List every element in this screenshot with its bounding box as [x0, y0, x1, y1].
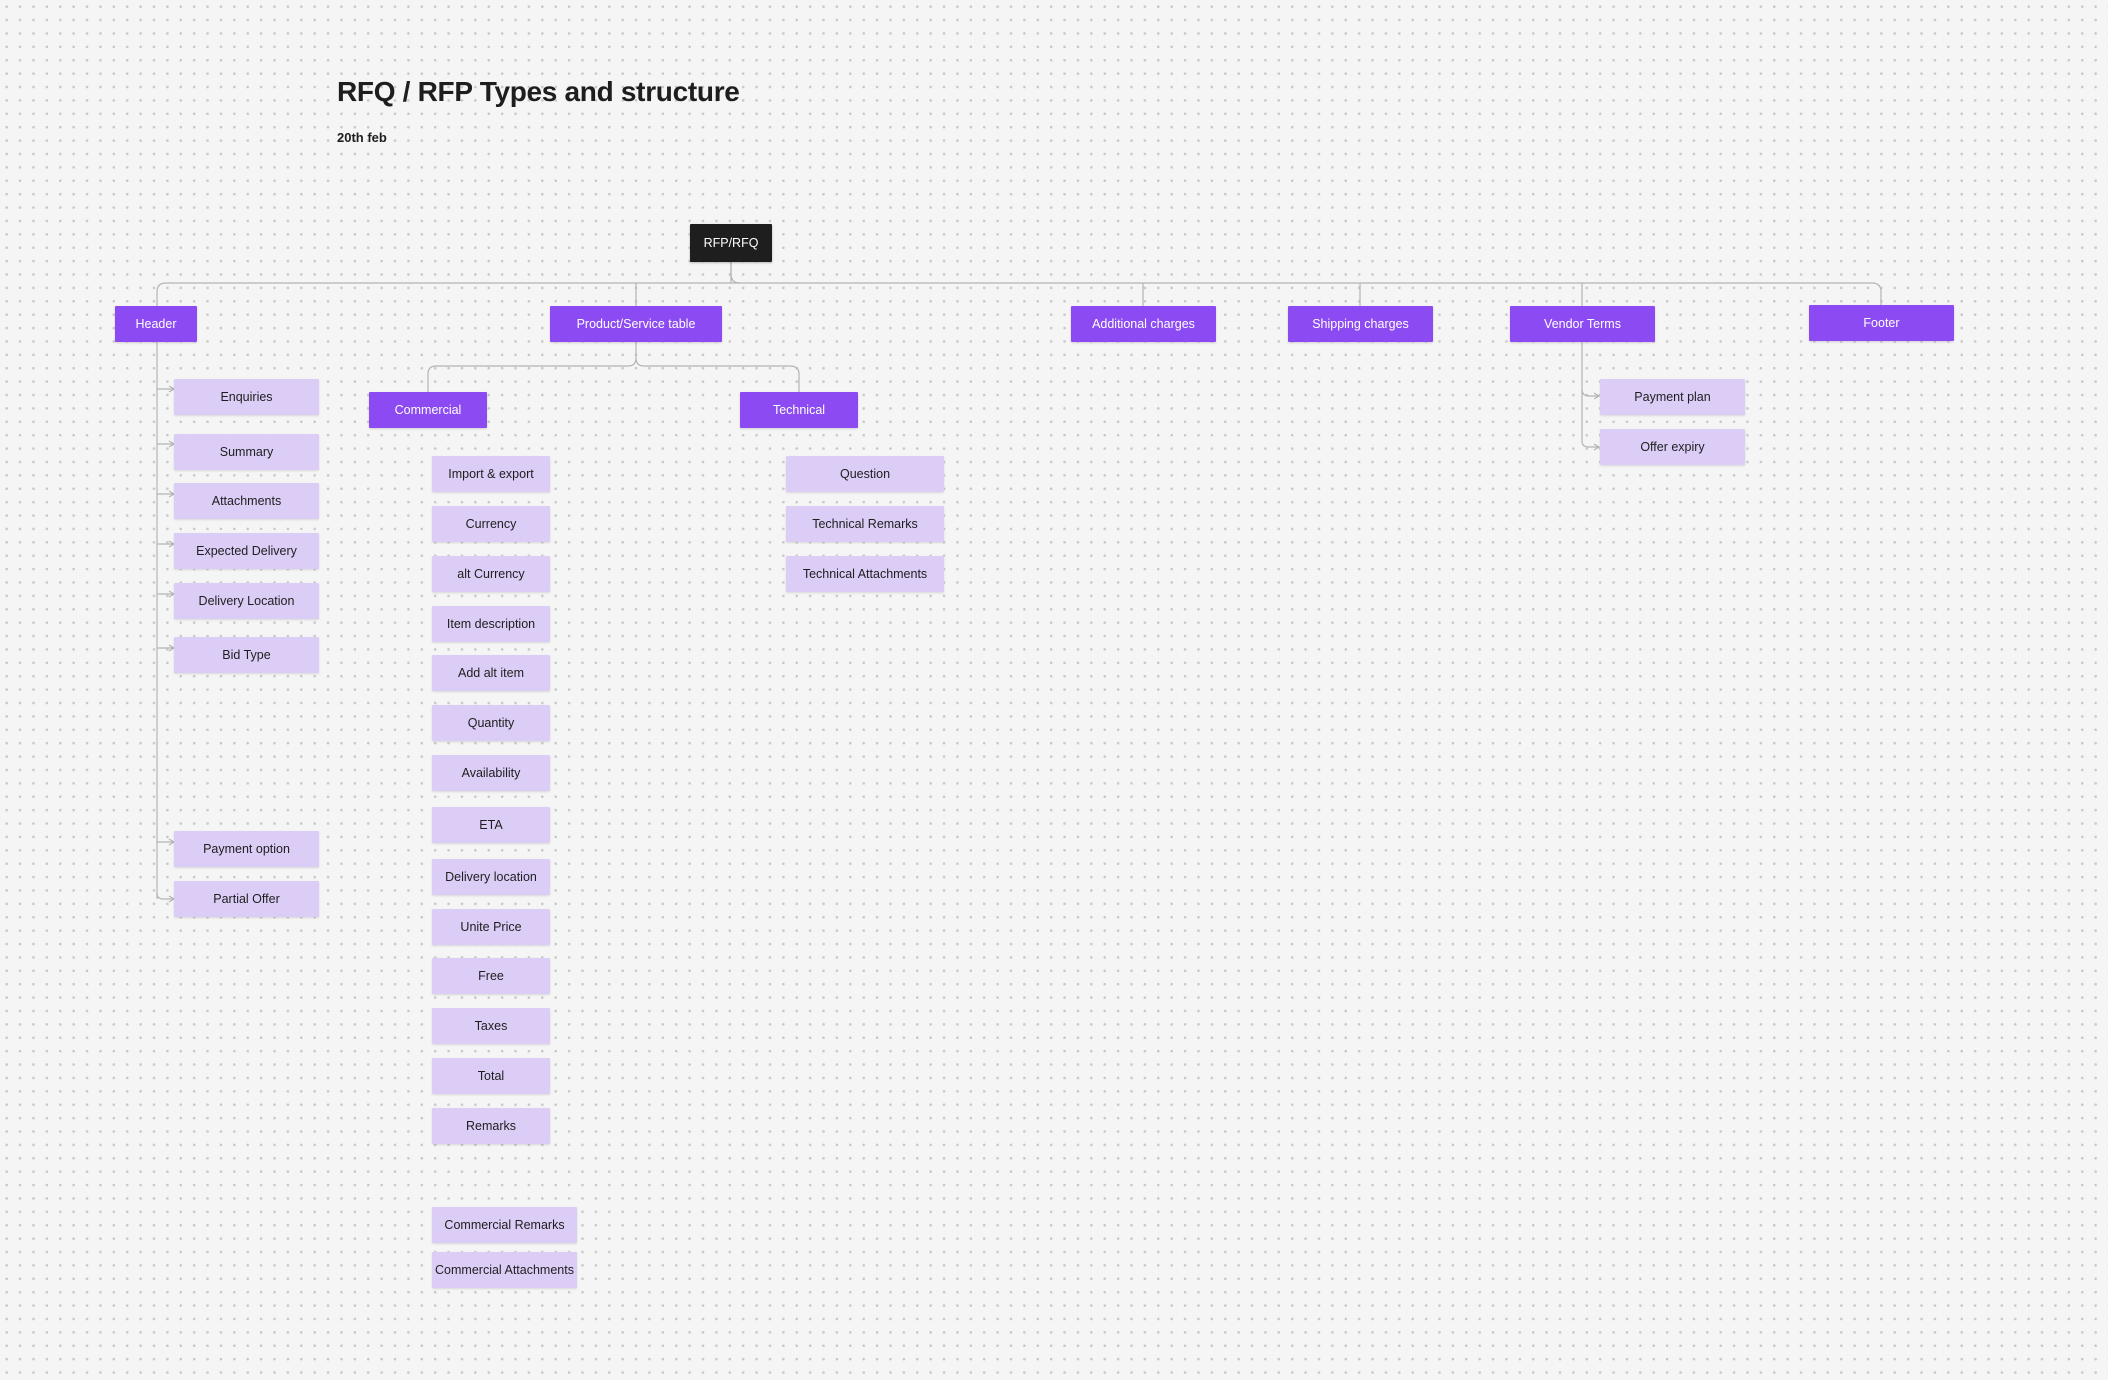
category-vendor-terms[interactable]: Vendor Terms — [1510, 306, 1655, 342]
header-item-delivery-location[interactable]: Delivery Location — [174, 583, 319, 619]
root-node-rfp-rfq[interactable]: RFP/RFQ — [690, 224, 772, 262]
header-item-payment-option[interactable]: Payment option — [174, 831, 319, 867]
header-item-partial-offer[interactable]: Partial Offer — [174, 881, 319, 917]
commercial-item-free[interactable]: Free — [432, 958, 550, 994]
vendor-terms-item-offer-expiry[interactable]: Offer expiry — [1600, 429, 1745, 465]
vendor-terms-item-payment-plan[interactable]: Payment plan — [1600, 379, 1745, 415]
commercial-item-commercial-attachments[interactable]: Commercial Attachments — [432, 1252, 577, 1288]
header-item-expected-delivery[interactable]: Expected Delivery — [174, 533, 319, 569]
commercial-item-commercial-remarks[interactable]: Commercial Remarks — [432, 1207, 577, 1243]
technical-item-technical-attachments[interactable]: Technical Attachments — [786, 556, 944, 592]
commercial-item-item-description[interactable]: Item description — [432, 606, 550, 642]
technical-item-technical-remarks[interactable]: Technical Remarks — [786, 506, 944, 542]
commercial-item-alt-currency[interactable]: alt Currency — [432, 556, 550, 592]
category-commercial[interactable]: Commercial — [369, 392, 487, 428]
category-header[interactable]: Header — [115, 306, 197, 342]
page-title: RFQ / RFP Types and structure — [337, 76, 740, 107]
commercial-item-remarks[interactable]: Remarks — [432, 1108, 550, 1144]
category-shipping-charges[interactable]: Shipping charges — [1288, 306, 1433, 342]
commercial-item-delivery-location[interactable]: Delivery location — [432, 859, 550, 895]
header-item-enquiries[interactable]: Enquiries — [174, 379, 319, 415]
header-item-bid-type[interactable]: Bid Type — [174, 637, 319, 673]
category-technical[interactable]: Technical — [740, 392, 858, 428]
category-footer[interactable]: Footer — [1809, 305, 1954, 341]
technical-item-question[interactable]: Question — [786, 456, 944, 492]
commercial-item-quantity[interactable]: Quantity — [432, 705, 550, 741]
commercial-item-import-export[interactable]: Import & export — [432, 456, 550, 492]
header-item-summary[interactable]: Summary — [174, 434, 319, 470]
commercial-item-eta[interactable]: ETA — [432, 807, 550, 843]
header-item-attachments[interactable]: Attachments — [174, 483, 319, 519]
category-product-service-table[interactable]: Product/Service table — [550, 306, 722, 342]
commercial-item-add-alt-item[interactable]: Add alt item — [432, 655, 550, 691]
commercial-item-taxes[interactable]: Taxes — [432, 1008, 550, 1044]
commercial-item-total[interactable]: Total — [432, 1058, 550, 1094]
commercial-item-availability[interactable]: Availability — [432, 755, 550, 791]
commercial-item-currency[interactable]: Currency — [432, 506, 550, 542]
page-date: 20th feb — [337, 130, 387, 145]
commercial-item-unite-price[interactable]: Unite Price — [432, 909, 550, 945]
category-additional-charges[interactable]: Additional charges — [1071, 306, 1216, 342]
